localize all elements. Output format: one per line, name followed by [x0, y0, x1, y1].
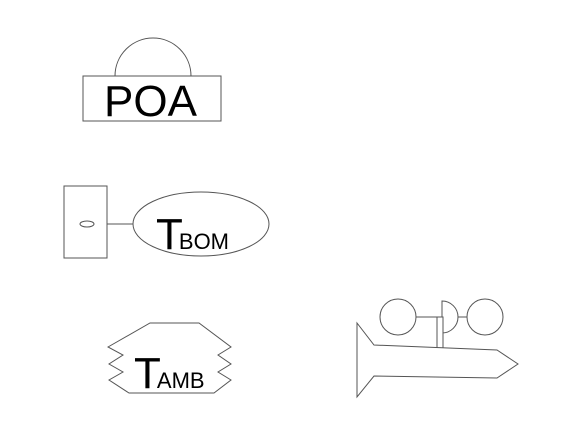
- tbom-label-ellipse: [132, 191, 270, 257]
- tamb-sensor-symbol: TAMB: [106, 322, 232, 398]
- anemometer-hub-stem: [436, 316, 444, 351]
- wind-vane: [356, 321, 519, 399]
- poa-dome: [114, 37, 192, 77]
- tbom-sensor-symbol: TBOM: [63, 185, 270, 259]
- tamb-radiation-shield: [106, 322, 232, 394]
- poa-body: [82, 75, 222, 122]
- wind-sensor-symbol: [356, 298, 519, 399]
- anemometer-cup-right: [466, 298, 504, 336]
- anemometer-cup-left: [379, 298, 417, 336]
- tamb-label: TAMB: [134, 349, 205, 398]
- poa-sensor-symbol: POA: [82, 37, 222, 126]
- tbom-sensor-hole: [79, 220, 95, 228]
- tbom-module-plate: [63, 185, 108, 259]
- tbom-label: TBOM: [156, 210, 229, 259]
- anemometer-hub-cup: [441, 300, 459, 334]
- poa-label: POA: [104, 77, 198, 126]
